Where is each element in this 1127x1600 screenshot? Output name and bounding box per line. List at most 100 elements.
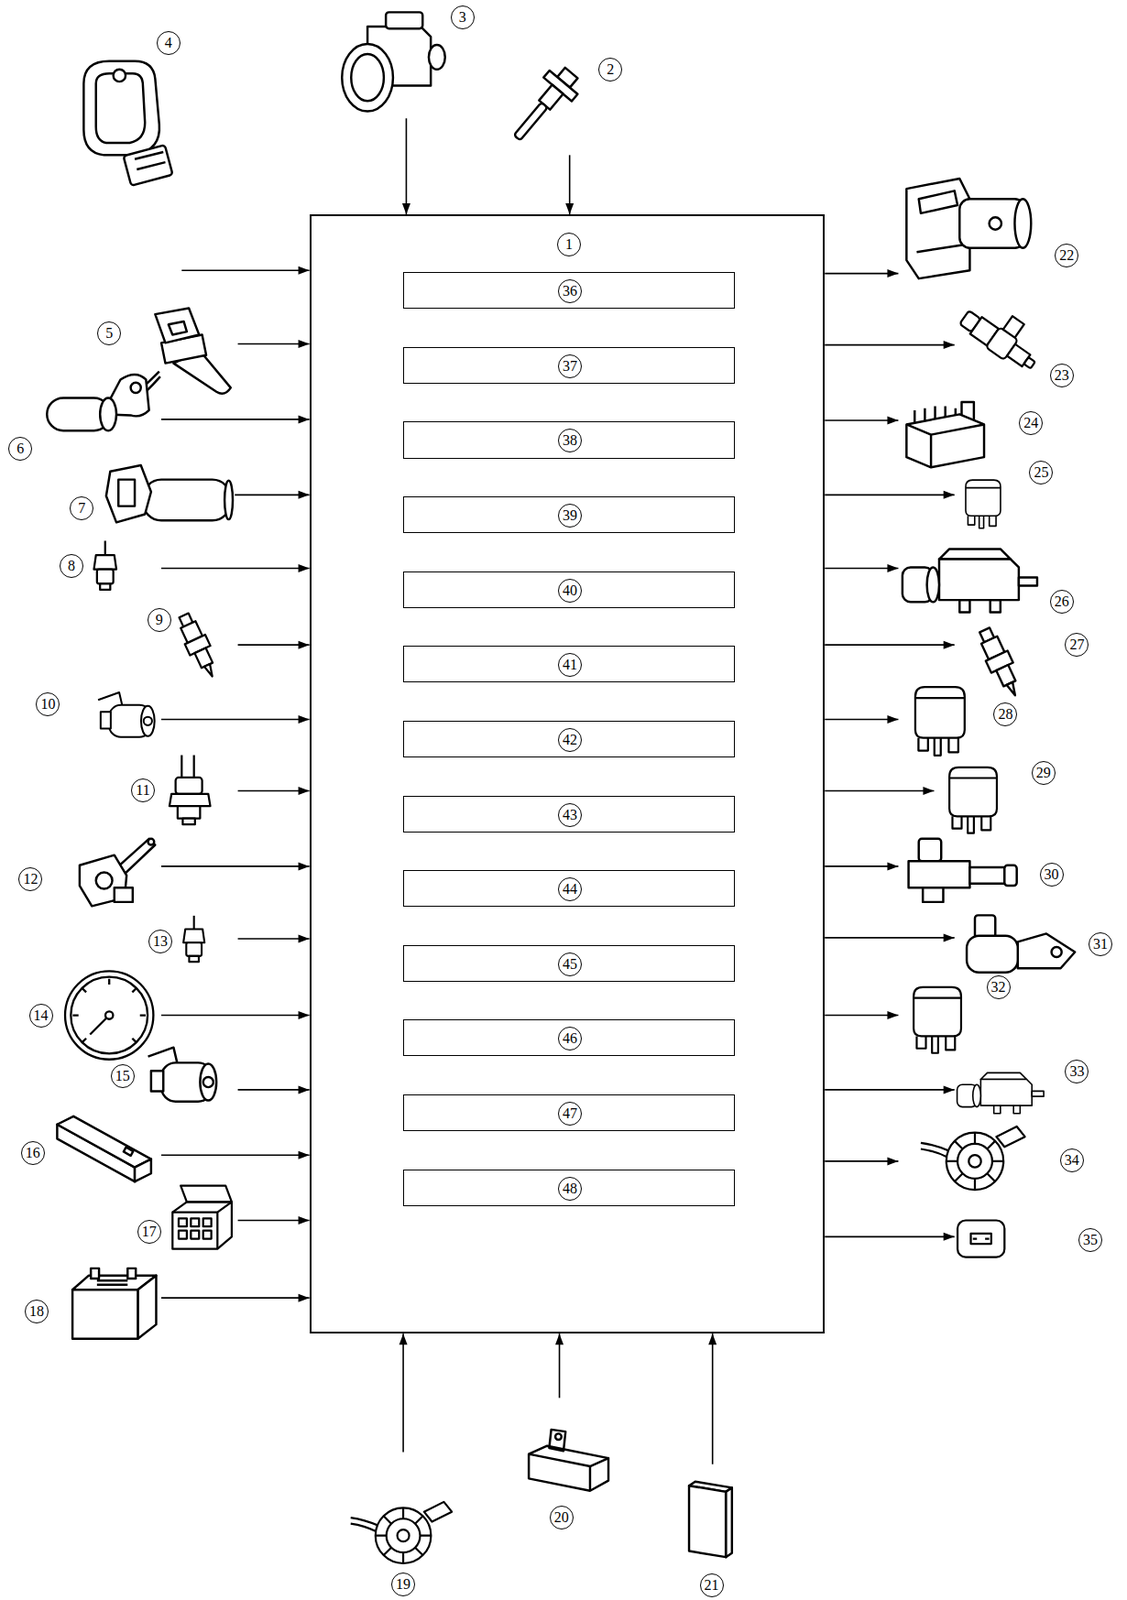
signal-arrow (161, 1297, 310, 1300)
callout-holder: 29 (1031, 761, 1056, 786)
callout-holder: 34 (1060, 1148, 1084, 1173)
signal-arrow (824, 1236, 955, 1239)
callout-holder: 16 (21, 1141, 45, 1166)
component: 25 (954, 464, 1011, 544)
callout-number: 9 (147, 608, 172, 633)
signal-arrow (238, 1089, 310, 1092)
callout-number: 23 (1050, 363, 1074, 388)
callout-holder: 33 (1064, 1060, 1089, 1084)
part-illustration (966, 915, 1075, 973)
callout-holder: 22 (1054, 243, 1079, 268)
callout-number: 19 (391, 1573, 416, 1598)
callout-holder: 28 (993, 702, 1018, 727)
callout-number: 14 (29, 1004, 54, 1029)
part-illustration (908, 839, 1018, 903)
part-illustration (148, 1048, 218, 1103)
callout-holder: 18 (24, 1300, 49, 1324)
part-illustration (949, 767, 997, 834)
callout-holder: 8 (59, 554, 84, 579)
callout-holder: 46 (558, 1027, 582, 1051)
signal-arrow (161, 719, 310, 722)
part-illustration (56, 1116, 151, 1182)
callout-holder: 48 (558, 1177, 582, 1202)
signal-arrow (711, 1334, 714, 1466)
callout-number: 10 (35, 692, 60, 717)
callout-number: 22 (1054, 243, 1079, 268)
part-illustration (83, 61, 173, 187)
component: 22 (897, 168, 1051, 286)
component: 14 (59, 967, 162, 1064)
callout-holder: 25 (1028, 460, 1053, 485)
part-illustration (341, 11, 446, 111)
part-illustration (93, 540, 117, 590)
part-illustration (106, 465, 233, 523)
component: 21 (678, 1465, 738, 1567)
component: 9 (163, 610, 238, 682)
part-illustration (528, 1430, 609, 1492)
function-bar: 40 (403, 571, 735, 609)
function-bar: 47 (403, 1094, 735, 1132)
callout-number: 6 (8, 437, 33, 461)
part-illustration (173, 611, 222, 682)
part-illustration (46, 372, 161, 432)
callout-number: 2 (598, 57, 623, 82)
callout-number: 31 (1088, 932, 1113, 957)
signal-arrow (824, 344, 955, 347)
component: 32 (897, 977, 975, 1062)
callout-holder: 13 (148, 930, 173, 954)
callout-number: 21 (700, 1574, 724, 1598)
control-unit-box: 136373839404142434445464748 (309, 214, 826, 1335)
signal-arrow (161, 418, 310, 421)
callout-holder: 45 (558, 952, 582, 977)
callout-number: 37 (558, 354, 582, 379)
callout-holder: 47 (558, 1102, 582, 1127)
part-illustration (503, 61, 586, 151)
part-illustration (65, 971, 154, 1060)
callout-number: 5 (97, 321, 121, 346)
component: 13 (175, 911, 239, 967)
callout-holder: 24 (1018, 411, 1043, 436)
callout-number: 45 (558, 952, 582, 977)
callout-holder: 39 (558, 503, 582, 528)
callout-number: 15 (110, 1064, 135, 1089)
signal-arrow (824, 568, 898, 570)
callout-number: 3 (450, 5, 475, 30)
callout-number: 42 (558, 728, 582, 753)
part-illustration (98, 692, 155, 738)
callout-number: 25 (1028, 460, 1053, 485)
callout-holder: 37 (558, 354, 582, 379)
signal-arrow (568, 154, 571, 215)
callout-holder: 12 (18, 867, 43, 892)
callout-holder: 10 (35, 692, 60, 717)
part-illustration (957, 1072, 1045, 1114)
callout-number: 4 (156, 31, 181, 55)
callout-number: 43 (558, 803, 582, 828)
callout-holder: 31 (1088, 932, 1113, 957)
part-illustration (913, 987, 962, 1054)
component: 34 (897, 1123, 1051, 1195)
component: 8 (87, 538, 162, 592)
component: 20 (508, 1398, 613, 1499)
component: 10 (94, 683, 163, 755)
callout-number: 8 (59, 554, 84, 579)
component: 4 (73, 53, 182, 278)
signal-arrow (824, 644, 955, 646)
part-illustration (906, 402, 985, 468)
callout-holder: 26 (1050, 590, 1074, 614)
callout-holder: 27 (1064, 633, 1089, 657)
function-bar: 42 (403, 721, 735, 758)
callout-number: 48 (558, 1177, 582, 1202)
callout-number: 1 (557, 232, 581, 257)
component: 6 (5, 369, 162, 451)
function-bar: 46 (403, 1019, 735, 1057)
signal-arrow (824, 1089, 955, 1092)
callout-number: 11 (131, 778, 155, 803)
callout-holder: 30 (1039, 863, 1064, 887)
function-bar: 39 (403, 496, 735, 534)
function-bar: 37 (403, 347, 735, 384)
callout-holder: 36 (558, 279, 582, 304)
callout-holder: 9 (147, 608, 172, 633)
part-illustration (957, 294, 1050, 376)
part-illustration (154, 307, 230, 394)
